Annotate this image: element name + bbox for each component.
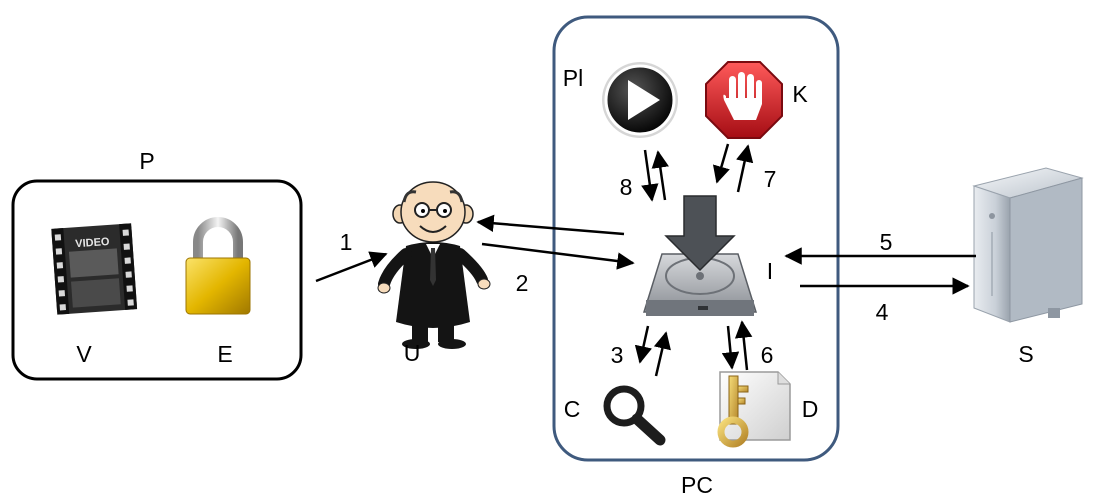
checker-label: C [564,396,581,422]
film-strip-text: VIDEO [75,236,110,250]
package-group: P VIDEO V E [11,148,303,381]
cartoon-man-icon [377,181,491,349]
step-3-label: 3 [611,342,624,368]
kill-label: K [792,81,808,107]
step-4-label: 4 [876,299,889,325]
magnifier-icon [603,385,666,446]
arrow-6-up [734,320,753,371]
step-8-label: 8 [620,174,633,200]
arrow-6-down [721,325,740,370]
step-6-label: 6 [761,342,774,368]
video-label: V [76,341,92,367]
step-1-label: 1 [340,229,353,255]
decryptor-label: D [802,396,819,422]
play-button-icon [602,62,678,138]
install-disk-icon [642,195,758,316]
stop-hand-icon [705,61,783,139]
arrow-7-down [712,143,730,184]
padlock-icon [185,217,251,315]
server-label: S [1018,341,1033,367]
arrow-3-up [653,331,671,377]
pc-group: PC Pl K I [552,15,840,498]
encryption-label: E [217,341,232,367]
key-document-icon [717,371,791,448]
step-2-label: 2 [516,270,529,296]
user-label: U [404,340,421,366]
arrow-2-back [476,214,625,236]
step-5-label: 5 [880,229,893,255]
arrow-3-down [634,325,652,364]
step-7-label: 7 [764,166,777,192]
pc-box [552,15,840,462]
package-box [11,179,303,381]
pc-label: PC [681,472,713,498]
player-label: Pl [563,65,583,91]
installer-label: I [767,258,773,284]
server-tower-icon [972,167,1084,323]
arrow-1 [315,251,388,283]
arrow-2 [481,242,635,270]
film-strip-icon: VIDEO [51,223,138,315]
arrow-8-down [641,149,659,202]
arrow-8-up [651,150,669,201]
package-label: P [139,148,154,174]
arrow-7-up [736,144,754,193]
